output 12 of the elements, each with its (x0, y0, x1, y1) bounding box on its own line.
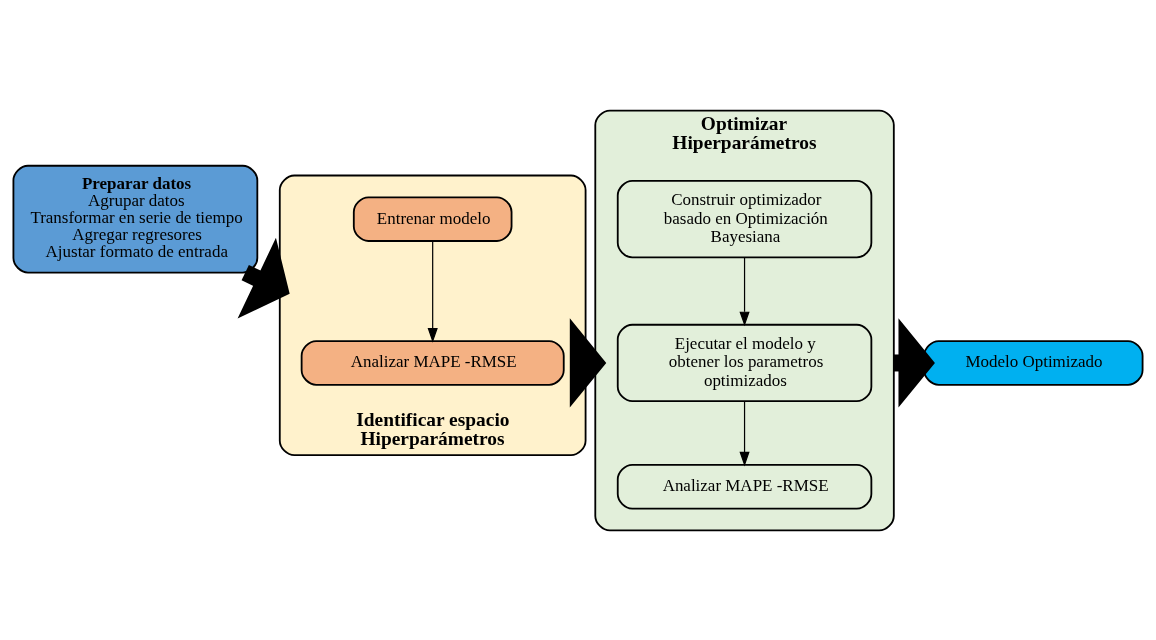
arrow (569, 317, 607, 408)
node-box: Preparar datos Agrupar datos Transformar en serie de tiempo Agregar regresores Ajustar formato de entrada (12, 164, 259, 273)
node-box: Analizar MAPE -RMSE (300, 339, 565, 386)
arrow (427, 240, 438, 343)
node-box: Analizar MAPE -RMSE (616, 463, 873, 509)
node-box: Ejecutar el modelo y obtener los parametros optimizados (616, 323, 873, 402)
arrow (739, 400, 750, 466)
node-box: Entrenar modelo (352, 195, 513, 242)
arrow (739, 256, 750, 326)
node-box: Modelo Optimizado (923, 339, 1144, 386)
node-box: Construir optimizador basado en Optimización Bayesiana (616, 179, 873, 258)
arrow (237, 237, 290, 318)
